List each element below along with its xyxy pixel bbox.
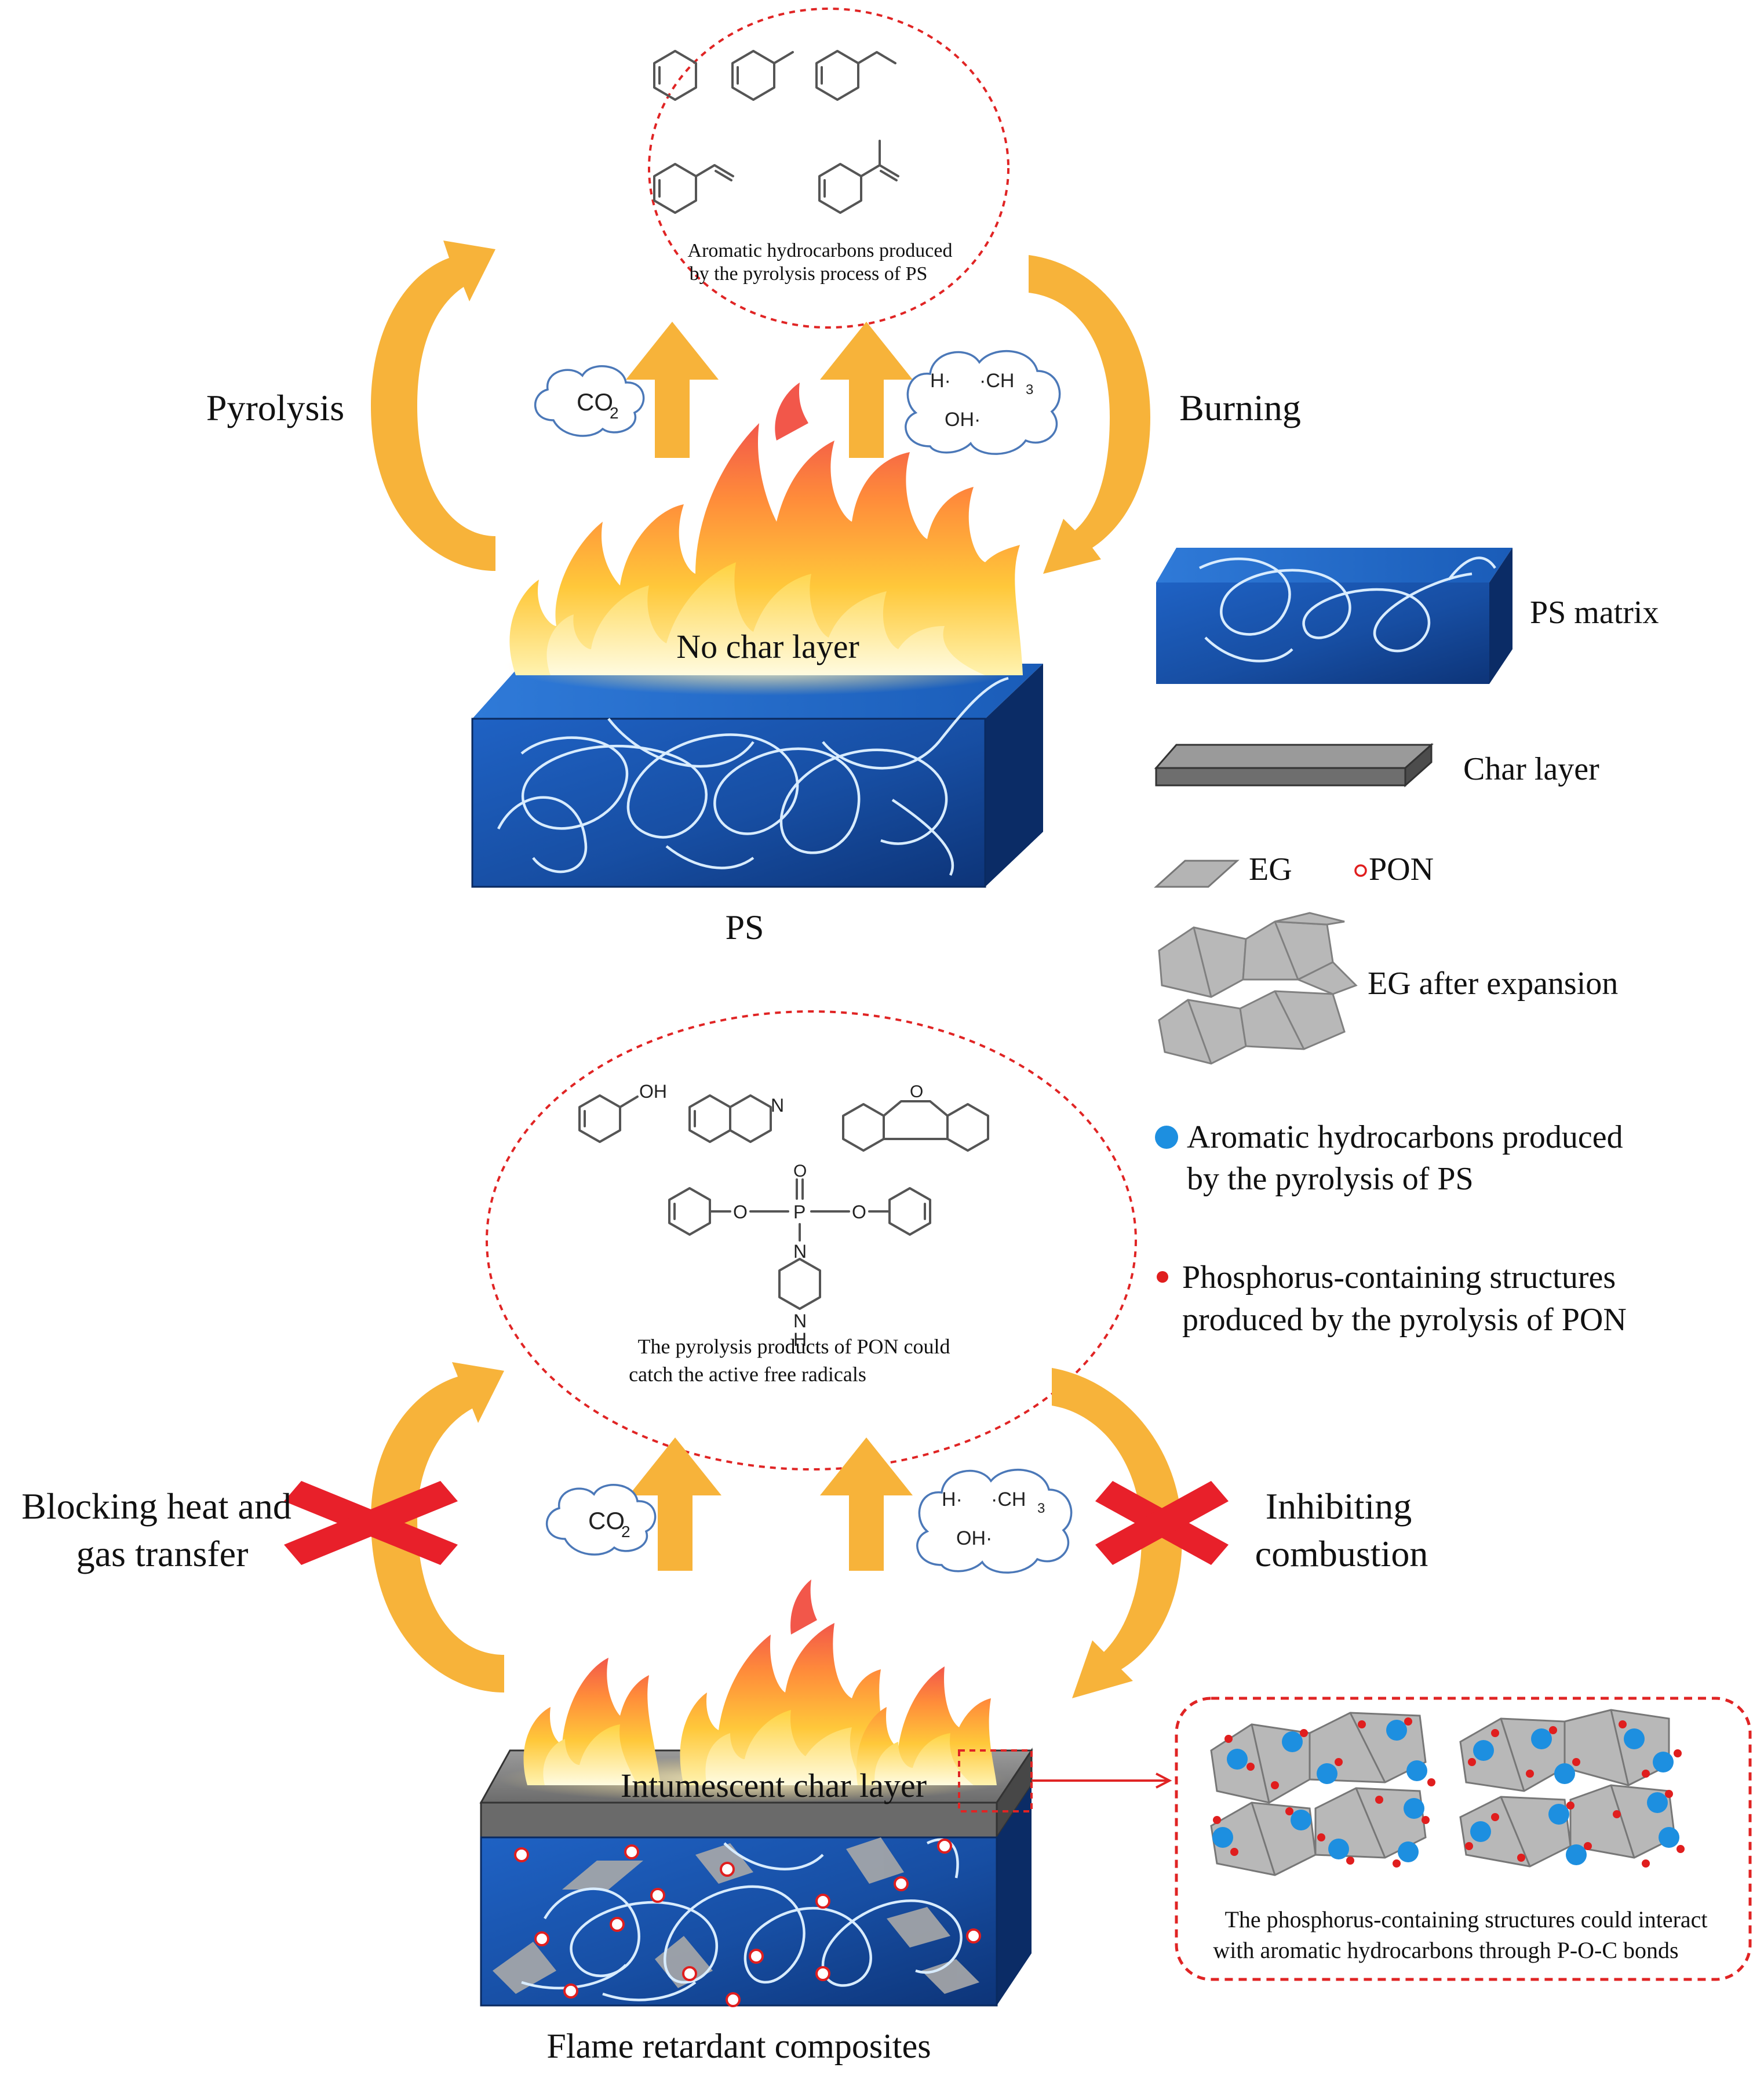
phosphoramidate-o-right: O xyxy=(852,1202,866,1222)
bottom-up-arrow-left xyxy=(629,1437,721,1571)
phenol-oh-label: OH xyxy=(639,1081,667,1102)
isoquinoline-structure: N xyxy=(688,1094,784,1143)
phosphoramidate-o-double: O xyxy=(793,1162,807,1181)
ps-block-label: PS xyxy=(726,908,764,947)
legend-pon-marker xyxy=(1354,864,1367,877)
top-up-arrow-left xyxy=(626,322,719,458)
blocking-label-1: Blocking heat and xyxy=(21,1486,291,1527)
inset-caption-2: with aromatic hydrocarbons through P-O-C… xyxy=(1213,1937,1678,1963)
legend-eg-expanded-label: EG after expansion xyxy=(1368,966,1618,1002)
blocking-label-2: gas transfer xyxy=(76,1533,249,1574)
zoom-pointer-arrow xyxy=(1032,1772,1172,1789)
co2-cloud-top: CO 2 xyxy=(534,365,645,437)
co2-text-top: CO xyxy=(577,388,613,416)
legend-aromatic-label-2: by the pyrolysis of PS xyxy=(1187,1161,1474,1197)
legend-eg-expanded-shape xyxy=(1158,912,1358,1065)
co2-text-bottom: CO xyxy=(588,1507,625,1534)
bottom-up-arrow-right xyxy=(820,1437,913,1571)
co2-cloud-bottom: CO 2 xyxy=(545,1484,657,1556)
blocking-curved-arrow xyxy=(371,1362,504,1692)
dibenzofuran-o-label: O xyxy=(910,1082,923,1101)
ch3-sub-top: 3 xyxy=(1026,382,1033,398)
inhibiting-cross-mark xyxy=(1095,1481,1229,1565)
bottom-products-ellipse xyxy=(486,1010,1137,1470)
h-radical-bottom: H· xyxy=(942,1488,963,1510)
bottom-ellipse-caption-2: catch the active free radicals xyxy=(629,1363,866,1386)
legend-aromatic-dot xyxy=(1155,1126,1178,1149)
benzene-structure xyxy=(653,50,697,101)
inhibiting-label-2: combustion xyxy=(1255,1533,1428,1574)
legend-aromatic-label-1: Aromatic hydrocarbons produced xyxy=(1187,1119,1623,1155)
piperazine-nh-h: H xyxy=(793,1329,807,1350)
legend-char-layer-label: Char layer xyxy=(1463,751,1599,787)
legend-char-layer-shape xyxy=(1154,742,1434,788)
legend-eg-label: EG xyxy=(1249,851,1292,887)
styrene-structure xyxy=(653,163,734,214)
legend-phosphorus-label-1: Phosphorus-containing structures xyxy=(1182,1260,1616,1295)
ch3-radical-bottom: ·CH xyxy=(991,1488,1026,1510)
ps-block-top xyxy=(471,664,1043,888)
burning-label: Burning xyxy=(1179,387,1301,428)
inhibiting-label-1: Inhibiting xyxy=(1266,1486,1412,1527)
co2-sub-top: 2 xyxy=(610,404,619,422)
intumescent-char-layer-label: Intumescent char layer xyxy=(621,1767,927,1804)
oh-radical-bottom: OH· xyxy=(956,1527,992,1549)
bottom-ellipse-caption-1: The pyrolysis products of PON could xyxy=(638,1335,950,1358)
phosphoramidate-o-left: O xyxy=(733,1202,748,1222)
top-ellipse-caption-2: by the pyrolysis process of PS xyxy=(690,263,928,285)
inset-caption-1: The phosphorus-containing structures cou… xyxy=(1224,1906,1707,1932)
flames-bottom xyxy=(498,1579,1008,1803)
radicals-cloud-top: H· ·CH 3 OH· xyxy=(905,350,1061,455)
top-up-arrow-right xyxy=(820,322,913,458)
top-ellipse-caption-1: Aromatic hydrocarbons produced xyxy=(688,240,953,261)
toluene-structure xyxy=(731,50,794,101)
legend-pon-label: PON xyxy=(1369,851,1434,887)
phosphoramidate-structure: O P O O N N H xyxy=(668,1162,931,1350)
oh-radical-top: OH· xyxy=(945,409,981,431)
legend-phosphorus-label-2: produced by the pyrolysis of PON xyxy=(1182,1302,1627,1338)
ch3-sub-bottom: 3 xyxy=(1037,1501,1045,1516)
ethylbenzene-structure xyxy=(815,50,896,101)
legend-ps-matrix-label: PS matrix xyxy=(1530,595,1659,631)
piperazine-nh-n: N xyxy=(793,1311,807,1331)
alpha-methylstyrene-structure xyxy=(818,140,899,214)
radicals-cloud-bottom: H· ·CH 3 OH· xyxy=(916,1469,1073,1574)
interaction-inset: The phosphorus-containing structures cou… xyxy=(1175,1697,1752,1981)
legend-ps-matrix-block xyxy=(1156,548,1512,684)
h-radical-top: H· xyxy=(930,370,951,392)
top-products-ellipse xyxy=(648,8,1009,329)
phosphoramidate-p: P xyxy=(793,1202,806,1222)
inhibiting-curved-arrow xyxy=(1052,1368,1182,1698)
ch3-radical-top: ·CH xyxy=(979,370,1014,392)
burning-curved-arrow xyxy=(1029,255,1150,574)
flames-top xyxy=(504,383,1026,696)
legend-phosphorus-dot xyxy=(1157,1271,1168,1283)
no-char-layer-label: No char layer xyxy=(676,628,859,665)
isoquinoline-n-label: N xyxy=(771,1095,784,1116)
co2-sub-bottom: 2 xyxy=(621,1523,630,1541)
composite-block-label: Flame retardant composites xyxy=(546,2027,931,2065)
dibenzofuran-structure: O xyxy=(842,1082,989,1152)
pyrolysis-curved-arrow xyxy=(371,241,495,571)
blocking-cross-mark xyxy=(284,1481,458,1565)
pyrolysis-label: Pyrolysis xyxy=(206,387,344,428)
phosphoramidate-n: N xyxy=(793,1241,807,1262)
phenol-structure: OH xyxy=(578,1081,667,1143)
legend-eg-flake xyxy=(1154,860,1240,888)
zoom-source-box xyxy=(958,1749,1033,1812)
